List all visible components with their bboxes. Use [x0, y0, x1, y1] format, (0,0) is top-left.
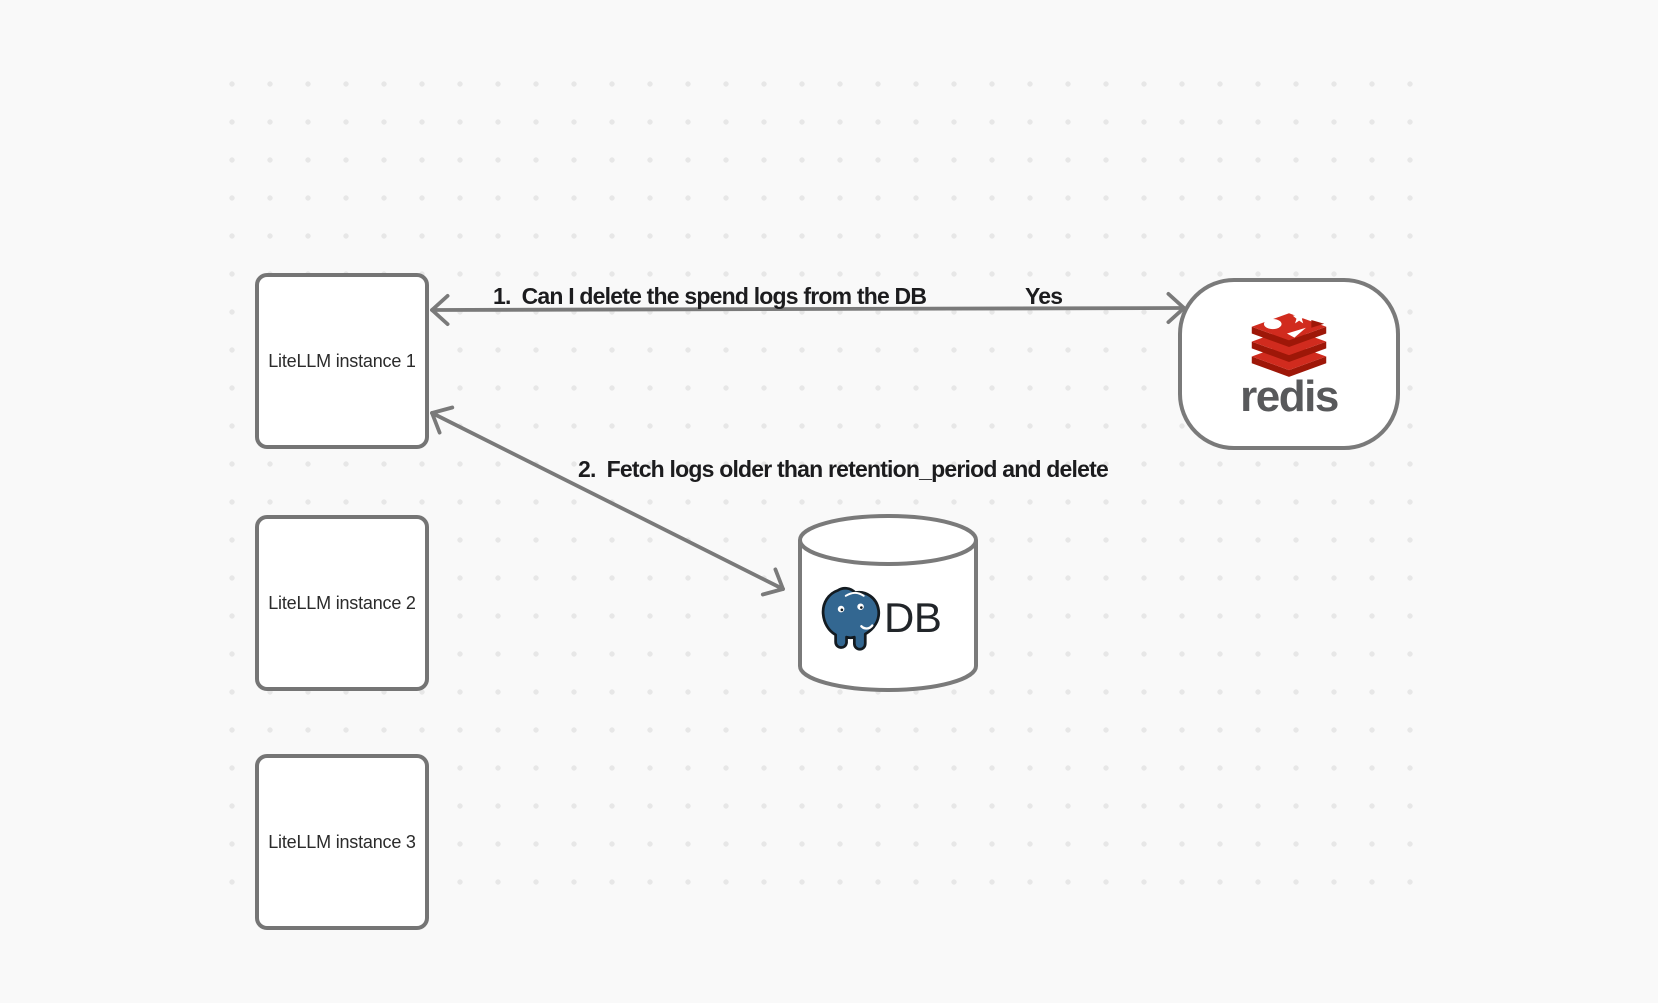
redis-wordmark: redis [1240, 372, 1339, 421]
edge1-text: Can I delete the spend logs from the DB [521, 283, 927, 309]
arrow-instance1-db [430, 411, 785, 591]
arrow-instance1-redis [430, 306, 1186, 312]
litellm-instance-3-node: LiteLLM instance 3 [255, 754, 429, 930]
arrowhead-downright-icon [760, 567, 785, 597]
redis-node: redis [1178, 278, 1400, 450]
litellm-instance-2-label: LiteLLM instance 2 [268, 592, 416, 613]
edge2-label: 2. Fetch logs older than retention_period… [578, 456, 1109, 482]
postgresql-elephant-icon [821, 586, 881, 651]
litellm-instance-1-node: LiteLLM instance 1 [255, 273, 429, 449]
arrowhead-upleft-icon [430, 405, 455, 435]
db-label: DB [884, 594, 942, 641]
litellm-instance-2-node: LiteLLM instance 2 [255, 515, 429, 691]
edge1-label: 1. Can I delete the spend logs from the D… [493, 283, 927, 309]
litellm-instance-3-label: LiteLLM instance 3 [268, 831, 416, 852]
edge2-order: 2. [578, 456, 596, 482]
edge1-response-label: Yes [1025, 283, 1063, 309]
edge1-order: 1. [493, 283, 511, 309]
database-cylinder-icon [798, 514, 978, 692]
redis-stack-logo-icon [1251, 310, 1327, 377]
litellm-instance-1-label: LiteLLM instance 1 [268, 350, 416, 371]
edge2-text: Fetch logs older than retention_period a… [606, 456, 1109, 482]
postgres-db-node: DB [797, 513, 979, 693]
arrowhead-left-icon [430, 293, 450, 327]
